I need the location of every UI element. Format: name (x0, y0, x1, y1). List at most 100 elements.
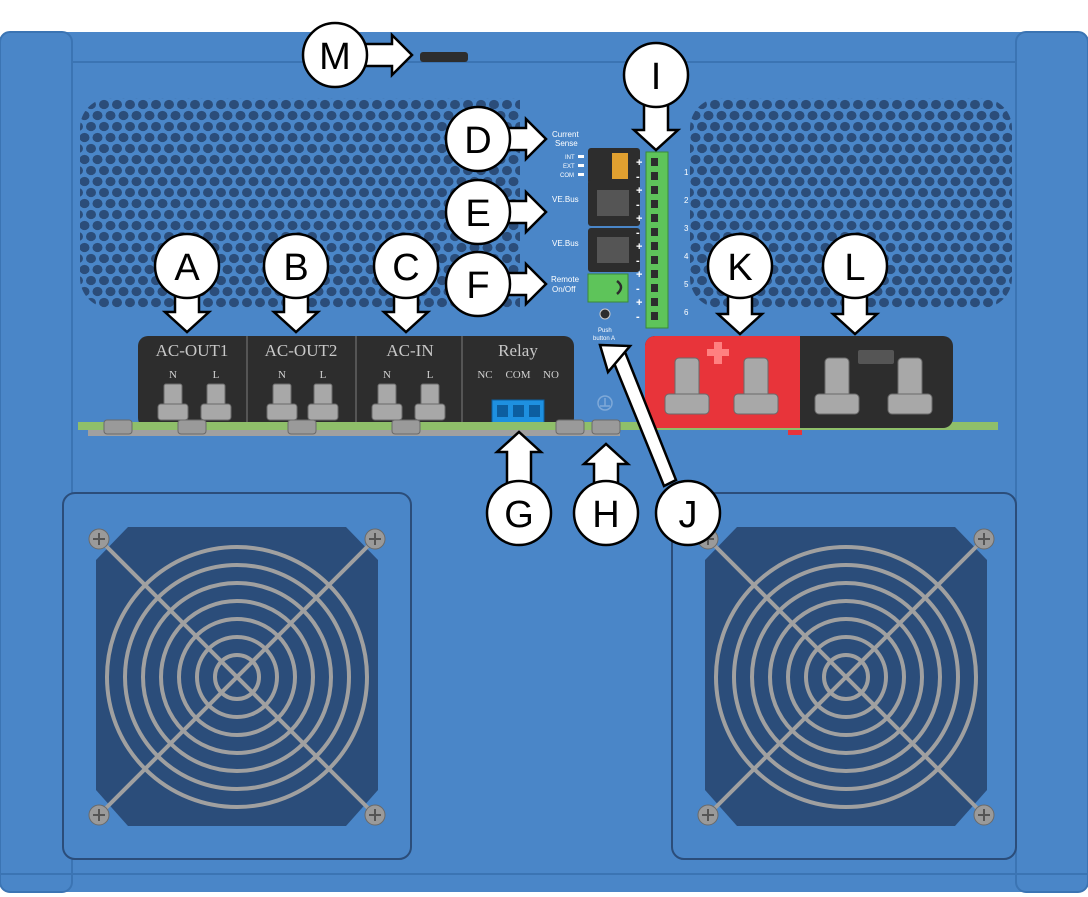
bolt-ac-in-l (420, 383, 440, 407)
remote-label-1: Remote (551, 275, 580, 284)
callout-A: A (153, 232, 221, 300)
relay-no-label: NO (543, 369, 559, 381)
callout-J: J (654, 479, 722, 547)
ac-out1-n-label: N (169, 369, 177, 381)
nut-ac-in-n (371, 403, 403, 421)
terminal-screw (651, 200, 658, 208)
callout-arrow (829, 292, 881, 336)
terminal-screw (651, 312, 658, 320)
callout-arrow-j (598, 343, 678, 488)
callout-letter: L (844, 247, 865, 289)
ac-terminal-panel: AC-OUT1 AC-OUT2 AC-IN Relay N L N L N L … (138, 336, 574, 428)
pcb-strip (78, 422, 998, 430)
callout-I: I (622, 41, 690, 109)
minus-sign (858, 350, 894, 364)
dc-positive-stud-2 (733, 393, 779, 415)
callout-letter: M (319, 36, 351, 78)
terminal-screw (651, 158, 658, 166)
callout-letter: F (466, 265, 489, 307)
terminal-polarity: + (636, 241, 642, 253)
ac-out1-l-label: L (213, 369, 220, 381)
ac-out2-l-label: L (320, 369, 327, 381)
terminal-screw (651, 270, 658, 278)
remote-label-2: On/Off (552, 285, 576, 294)
callout-K: K (706, 232, 774, 300)
callout-M: M (301, 21, 369, 89)
top-latch (420, 52, 468, 62)
ac-in-n-label: N (383, 369, 391, 381)
callout-C: C (372, 232, 440, 300)
nut-ac-out1-n (157, 403, 189, 421)
relay-nc-label: NC (477, 369, 492, 381)
int-label: INT (565, 155, 575, 161)
terminal-number: 4 (684, 252, 689, 261)
ground-symbol (597, 395, 613, 411)
callout-B: B (262, 232, 330, 300)
terminal-polarity: - (636, 311, 640, 323)
terminal-number: 6 (684, 308, 689, 317)
fan-grille-left (88, 528, 386, 826)
callout-E: E (444, 178, 512, 246)
terminal-polarity: - (636, 171, 640, 183)
ac-out2-label: AC-OUT2 (265, 341, 338, 360)
terminal-polarity: + (636, 297, 642, 309)
callout-arrow (714, 292, 766, 336)
terminal-screw (651, 228, 658, 236)
bolt-ac-out2-l (313, 383, 333, 407)
callout-D: D (444, 105, 512, 173)
terminal-number: 2 (684, 196, 689, 205)
terminal-number: 3 (684, 224, 689, 233)
callout-F: F (444, 250, 512, 318)
relay-com-label: COM (505, 369, 530, 381)
terminal-polarity: + (636, 213, 642, 225)
terminal-screw (651, 298, 658, 306)
com-label: COM (560, 173, 574, 179)
dc-terminal-panel (645, 336, 953, 435)
terminal-polarity: + (636, 185, 642, 197)
ac-in-label: AC-IN (386, 341, 433, 360)
callout-letter: C (392, 247, 419, 289)
terminal-screw (651, 186, 658, 194)
comm-ports: Current Sense INT EXT COM VE.Bus VE.Bus … (551, 130, 640, 342)
terminal-polarity: + (636, 157, 642, 169)
callout-letter: D (464, 120, 491, 162)
callout-arrow (630, 102, 682, 152)
terminal-polarity: - (636, 283, 640, 295)
bolt-ac-out2-n (272, 383, 292, 407)
nut-ac-out1-l (200, 403, 232, 421)
dc-negative-stud-2 (887, 393, 933, 415)
ext-label: EXT (563, 164, 575, 170)
terminal-polarity: + (636, 269, 642, 281)
callout-letter: B (283, 247, 308, 289)
vebus-label-2: VE.Bus (552, 239, 579, 248)
ac-in-l-label: L (427, 369, 434, 381)
terminal-screw (651, 242, 658, 250)
nut-ac-out2-n (266, 403, 298, 421)
terminal-number: 5 (684, 280, 689, 289)
bolt-ac-in-n (377, 383, 397, 407)
callout-letter: E (465, 193, 490, 235)
callout-H: H (572, 479, 640, 547)
dc-negative-stud-1 (814, 393, 860, 415)
terminal-screw (651, 256, 658, 264)
callout-letter: G (504, 494, 534, 536)
callout-G: G (485, 479, 553, 547)
callout-L: L (821, 232, 889, 300)
callout-letter: A (174, 247, 200, 289)
terminal-screw (651, 214, 658, 222)
relay-label: Relay (498, 341, 538, 360)
callout-letter: K (727, 247, 752, 289)
fan-grille-right (697, 528, 995, 826)
current-label-1: Current (552, 130, 579, 139)
callout-letter: H (592, 494, 619, 536)
push-label-2: button A (593, 336, 615, 342)
current-label-2: Sense (555, 139, 578, 148)
plus-sign (714, 342, 722, 364)
callout-letter: I (651, 56, 662, 98)
terminal-screw (651, 284, 658, 292)
vebus-label-1: VE.Bus (552, 195, 579, 204)
terminal-number: 1 (684, 168, 689, 177)
nut-ac-in-l (414, 403, 446, 421)
terminal-screw (651, 172, 658, 180)
